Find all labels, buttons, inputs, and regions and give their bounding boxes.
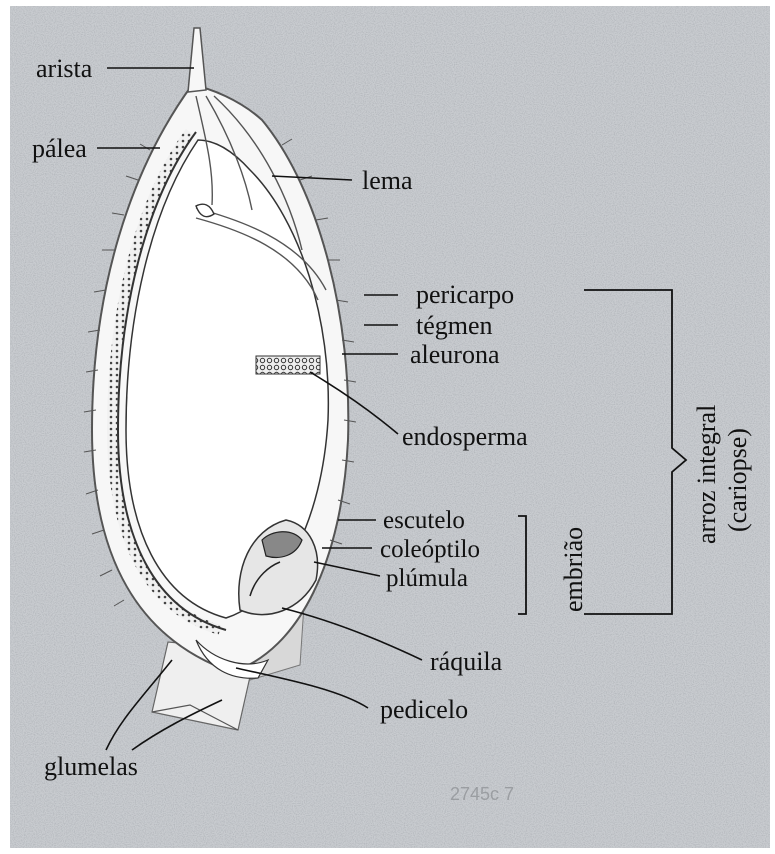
- label-cariopse: (cariopse): [723, 428, 752, 532]
- label-palea: pálea: [32, 134, 87, 163]
- label-glumelas: glumelas: [44, 752, 138, 781]
- label-tegmen: tégmen: [416, 311, 493, 340]
- label-pericarpo: pericarpo: [416, 280, 514, 309]
- label-coleoptilo: coleóptilo: [380, 536, 480, 563]
- label-aleurona: aleurona: [410, 340, 500, 369]
- aleurona-inset: [256, 356, 320, 374]
- label-arista: arista: [36, 54, 93, 83]
- label-lema: lema: [362, 166, 413, 195]
- label-raquila: ráquila: [430, 647, 503, 676]
- label-plumula: plúmula: [386, 565, 468, 592]
- label-embriao: embrião: [559, 527, 588, 612]
- label-arroz-integral: arroz integral: [692, 405, 721, 544]
- watermark-text: 2745c 7: [450, 784, 514, 804]
- label-escutelo: escutelo: [383, 507, 465, 534]
- label-endosperma: endosperma: [402, 422, 528, 451]
- label-pedicelo: pedicelo: [380, 695, 468, 724]
